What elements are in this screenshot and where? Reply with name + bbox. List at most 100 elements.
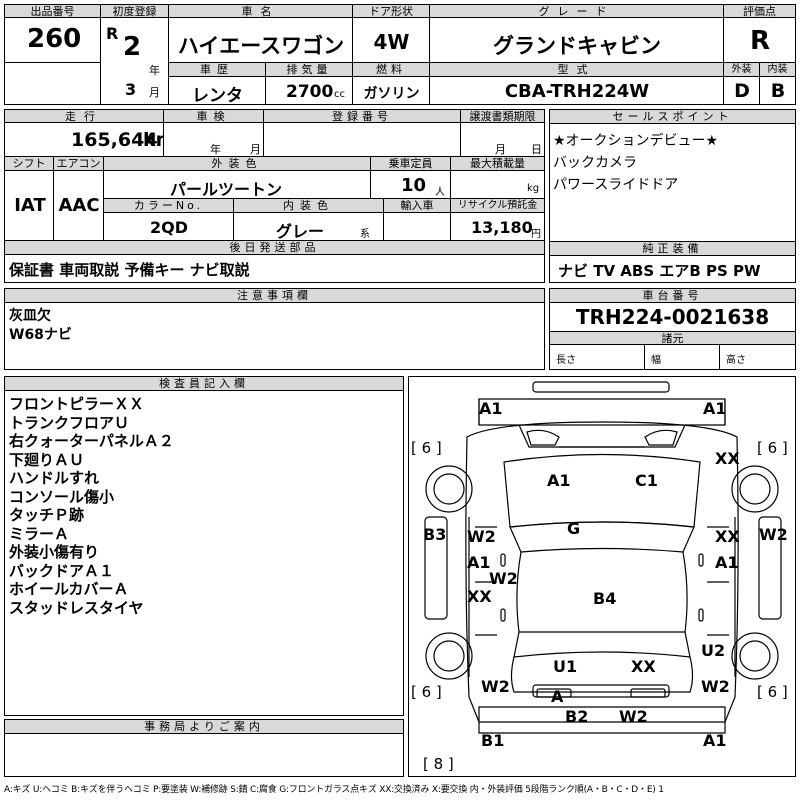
car-diagram: [424, 381, 782, 734]
model-label: 型式: [430, 63, 724, 77]
hgt-label: 高さ: [726, 355, 746, 366]
right-step: [758, 516, 782, 620]
door-cell: 4W: [353, 18, 430, 63]
inspect-year-unit: 年: [210, 143, 221, 156]
ext-color: パールツートン: [170, 180, 283, 199]
later-parts: 保証書 車両取説 予備キー ナビ取説: [9, 261, 250, 279]
wheel-fl: [425, 465, 473, 513]
model-code: CBA-TRH224W: [504, 81, 650, 102]
inspector-line: バックドアＡ１: [9, 561, 115, 580]
color-label: 外装色: [104, 157, 371, 171]
inspector-line: ハンドルすれ: [9, 469, 100, 487]
history-cell: レンタ: [169, 77, 266, 105]
mark-a1-bottom-right: A1: [703, 731, 727, 750]
inspector-line: ホイールカバーＡ: [9, 580, 129, 598]
import-cell: [384, 213, 451, 241]
note-line: 灰皿欠: [9, 308, 51, 324]
notes-label: 注意事項欄: [5, 289, 544, 303]
score: R: [749, 26, 771, 56]
inspector-line: 下廻りＡＵ: [9, 450, 85, 469]
ext-cell: D: [724, 77, 760, 105]
reg-year-unit: 年: [149, 64, 160, 77]
transfer-cell: 月 日: [461, 123, 545, 157]
inspector-line: コンソール傷小: [9, 487, 115, 506]
name-cell: ハイエースワゴン: [169, 18, 353, 63]
recycle-cell: 13,180 円: [451, 213, 545, 241]
mark-tire-fr: [ 6 ]: [757, 439, 788, 457]
mark-tire-rl: [ 6 ]: [411, 683, 442, 701]
load-cell: kg: [451, 171, 545, 199]
mark-xx-rear-right: XX: [631, 657, 656, 676]
chassis-number: TRH224-0021638: [575, 305, 770, 329]
ac-cell: AAC: [54, 171, 104, 241]
inspector-line: フロントピラーＸＸ: [9, 395, 145, 413]
equipment-box: 純正装備 ナビ TV ABS エアB PS PW: [549, 241, 796, 283]
spec-block: シフト IAT エアコン AAC 外装色 パールツートン 乗車定員 10 人 最…: [4, 157, 545, 241]
mileage-block: 走行 165,644 km 車検 年 月 登録番号 譲渡書類期限 月 日: [4, 109, 545, 157]
rear-bumper: [478, 706, 726, 734]
equipment: ナビ TV ABS エアB PS PW: [558, 262, 761, 280]
mark-xx-left-door: XX: [467, 587, 492, 606]
model-cell: CBA-TRH224W: [430, 77, 724, 105]
mark-xx-front-right: XX: [715, 449, 740, 468]
car-name: ハイエースワゴン: [177, 34, 345, 58]
grade-cell: グランドキャビン: [430, 18, 724, 63]
recycle-fee: 13,180: [471, 218, 533, 237]
mileage: 165,644: [71, 129, 158, 151]
inspector-label: 検査員記入欄: [5, 377, 403, 391]
later-label: 後日発送部品: [4, 241, 545, 255]
mark-a1-front-left: A1: [479, 399, 503, 418]
reg-cell: R 2 年 3 月: [101, 18, 169, 105]
reg-month-unit: 月: [149, 86, 160, 99]
body-outline: [465, 421, 739, 723]
colorno-label: カラーNo.: [104, 199, 234, 213]
cap-cell: 10 人: [371, 171, 451, 199]
hgt-cell: 高さ: [720, 345, 795, 369]
inspector-line: 外装小傷有り: [9, 543, 100, 561]
shift: IAT: [14, 195, 46, 216]
left-step: [424, 516, 448, 620]
color-cell: パールツートン: [104, 171, 371, 199]
transfer-month-unit: 月: [495, 143, 506, 156]
office-box: 事務局よりご案内: [4, 719, 404, 777]
displacement: 2700: [286, 82, 334, 102]
sales-points-box: セールスポイント ★オークションデビュー★ バックカメラ パワースライドドア: [549, 109, 796, 257]
int-score: B: [770, 80, 786, 102]
plate-cell: [264, 123, 461, 157]
mark-xx-right-front: XX: [715, 527, 740, 546]
roof: [516, 551, 688, 633]
intcolor-cell: グレー 系: [234, 213, 384, 241]
mark-u1: U1: [553, 657, 578, 676]
load-label: 最大積載量: [451, 157, 545, 171]
door-label: ドア形状: [353, 4, 430, 18]
lot-label: 出品番号: [4, 4, 101, 18]
capacity: 10: [401, 175, 427, 196]
mark-tire-rr: [ 6 ]: [757, 683, 788, 701]
notes-box: 注意事項欄 灰皿欠 W68ナビ: [4, 288, 545, 370]
mark-w2-left-lower: W2: [481, 677, 510, 696]
aircon: AAC: [58, 195, 100, 216]
fuel: ガソリン: [363, 86, 420, 102]
mark-a-bumper: A: [551, 687, 564, 706]
score-cell: R: [724, 18, 796, 63]
int-color: グレー: [276, 222, 325, 241]
name-label: 車名: [169, 4, 353, 18]
lot-number: 260: [27, 24, 82, 54]
int-color-unit: 系: [360, 229, 370, 240]
mark-b1: B1: [481, 731, 505, 750]
transfer-label: 譲渡書類期限: [461, 109, 545, 123]
equip-label: 純正装備: [550, 242, 795, 256]
inspector-line: タッチＰ跡: [9, 506, 85, 524]
front-grille: [518, 424, 686, 448]
recycle-label: リサイクル預託金: [451, 199, 545, 213]
reg-month: 3: [125, 80, 137, 99]
len-label: 長さ: [556, 355, 576, 366]
intcolor-label: 内装色: [234, 199, 384, 213]
notes-list: 灰皿欠 W68ナビ: [9, 307, 72, 345]
car-diagram-box: A1 A1 [ 6 ] [ 6 ] A1 C1 XX G B3 W2 W2 XX…: [408, 376, 796, 777]
colorno-cell: 2QD: [104, 213, 234, 241]
cap-unit: 人: [435, 187, 445, 198]
inspector-line: トランクフロアＵ: [9, 413, 130, 432]
sales-point: ★オークションデビュー★: [553, 133, 719, 149]
wheel-rr: [731, 632, 779, 680]
